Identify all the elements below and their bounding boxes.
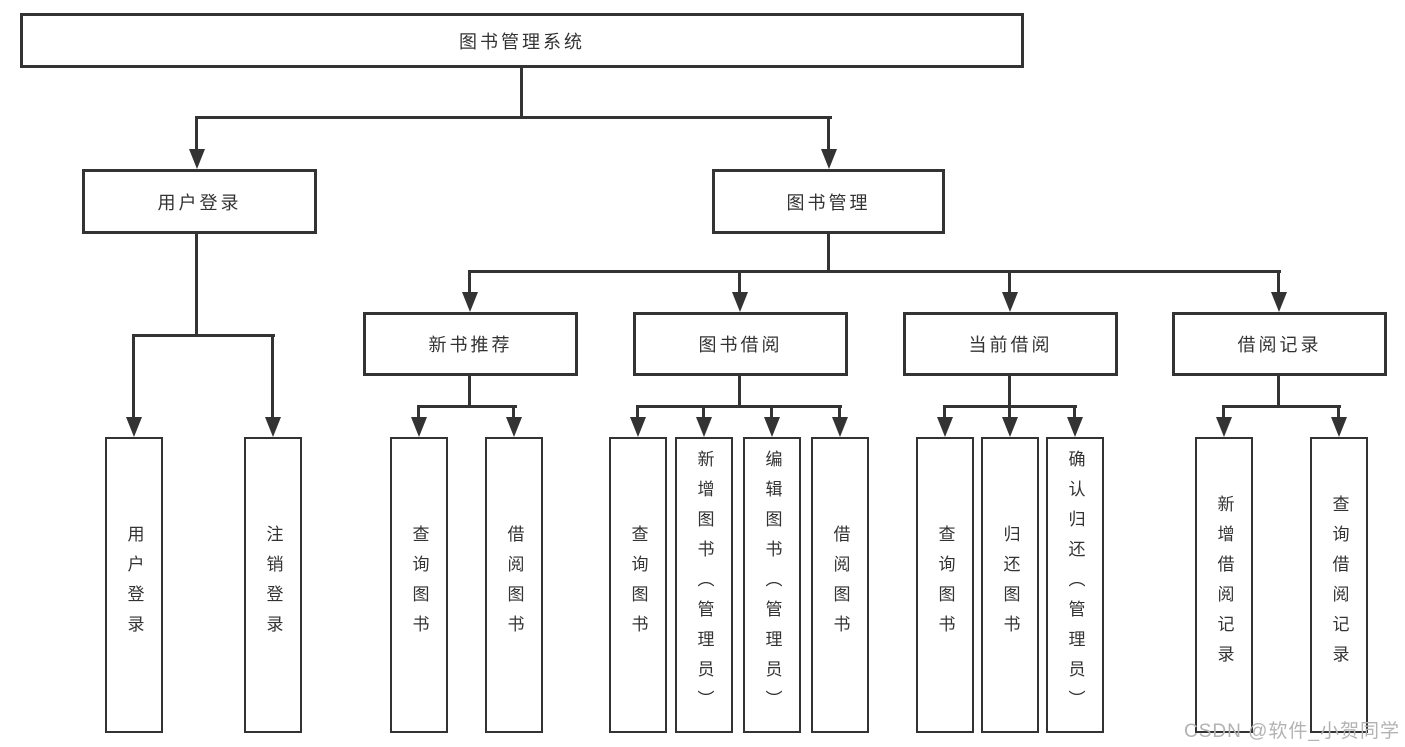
arrowhead-down-icon bbox=[696, 417, 712, 437]
arrowhead-down-icon bbox=[1067, 417, 1083, 437]
connector-line bbox=[1222, 405, 1225, 417]
leaf-query-books-label: 查询图书 bbox=[935, 525, 955, 645]
arrowhead-down-icon bbox=[937, 417, 953, 437]
connector-line bbox=[520, 68, 523, 118]
node-root: 图书管理系统 bbox=[20, 13, 1024, 68]
leaf-edit-book-admin-label: 编辑图书（管理员） bbox=[762, 450, 782, 720]
connector-line bbox=[1008, 405, 1011, 417]
arrowhead-down-icon bbox=[764, 417, 780, 437]
arrowhead-down-icon bbox=[1002, 292, 1018, 312]
node-current-borrowing: 当前借阅 bbox=[903, 312, 1118, 376]
connector-line bbox=[702, 405, 705, 417]
node-book-management-label: 图书管理 bbox=[786, 192, 871, 213]
arrowhead-down-icon bbox=[1002, 417, 1018, 437]
connector-line bbox=[1008, 376, 1011, 407]
connector-line bbox=[1277, 270, 1280, 292]
arrowhead-down-icon bbox=[821, 149, 837, 169]
connector-line bbox=[738, 376, 741, 407]
leaf-borrow-books-label: 借阅图书 bbox=[830, 525, 850, 645]
arrowhead-down-icon bbox=[411, 417, 427, 437]
leaf-query-borrow-record-label: 查询借阅记录 bbox=[1329, 495, 1349, 675]
connector-line bbox=[1008, 270, 1011, 292]
connector-line bbox=[195, 116, 198, 149]
leaf-add-borrow-record: 新增借阅记录 bbox=[1195, 437, 1253, 733]
arrowhead-down-icon bbox=[1271, 292, 1287, 312]
node-user-login: 用户登录 bbox=[82, 169, 317, 234]
leaf-confirm-return-admin: 确认归还（管理员） bbox=[1046, 437, 1104, 733]
connector-line bbox=[417, 405, 517, 408]
connector-line bbox=[512, 405, 515, 417]
leaf-logout-label: 注销登录 bbox=[263, 525, 283, 645]
leaf-query-books-label: 查询图书 bbox=[628, 525, 648, 645]
leaf-query-books-label: 查询图书 bbox=[409, 525, 429, 645]
leaf-query-books-current: 查询图书 bbox=[916, 437, 974, 733]
connector-line bbox=[1337, 405, 1340, 417]
arrowhead-down-icon bbox=[126, 417, 142, 437]
node-new-books-label: 新书推荐 bbox=[428, 335, 513, 355]
connector-line bbox=[738, 270, 741, 292]
node-book-management: 图书管理 bbox=[712, 169, 945, 234]
node-new-books: 新书推荐 bbox=[363, 312, 578, 376]
leaf-logout: 注销登录 bbox=[244, 437, 302, 733]
connector-line bbox=[1277, 376, 1280, 407]
node-user-login-label: 用户登录 bbox=[157, 192, 242, 213]
leaf-return-book-label: 归还图书 bbox=[1000, 525, 1020, 645]
connector-line bbox=[1073, 405, 1076, 417]
connector-line bbox=[468, 270, 471, 292]
leaf-borrow-books-newbooks: 借阅图书 bbox=[485, 437, 543, 733]
connector-line bbox=[1222, 405, 1341, 408]
csdn-watermark: CSDN @软件_小贺同学 bbox=[1184, 721, 1400, 742]
arrowhead-down-icon bbox=[189, 149, 205, 169]
connector-line bbox=[195, 234, 198, 336]
connector-line bbox=[827, 234, 830, 272]
connector-line bbox=[417, 405, 420, 417]
arrowhead-down-icon bbox=[1216, 417, 1232, 437]
arrowhead-down-icon bbox=[506, 417, 522, 437]
leaf-return-book: 归还图书 bbox=[981, 437, 1039, 733]
leaf-edit-book-admin: 编辑图书（管理员） bbox=[743, 437, 801, 733]
connector-line bbox=[195, 116, 832, 119]
arrowhead-down-icon bbox=[265, 417, 281, 437]
node-borrow-records-label: 借阅记录 bbox=[1237, 335, 1322, 355]
arrowhead-down-icon bbox=[732, 292, 748, 312]
connector-line bbox=[468, 270, 1281, 273]
leaf-user-login: 用户登录 bbox=[105, 437, 163, 733]
arrowhead-down-icon bbox=[462, 292, 478, 312]
arrowhead-down-icon bbox=[630, 417, 646, 437]
connector-line bbox=[636, 405, 639, 417]
leaf-query-borrow-record: 查询借阅记录 bbox=[1310, 437, 1368, 733]
leaf-borrow-books-label: 借阅图书 bbox=[504, 525, 524, 645]
connector-line bbox=[132, 334, 135, 417]
node-current-borrowing-label: 当前借阅 bbox=[968, 335, 1053, 355]
node-book-borrowing-label: 图书借阅 bbox=[698, 335, 783, 355]
connector-line bbox=[827, 116, 830, 149]
connector-line bbox=[636, 405, 842, 408]
connector-line bbox=[770, 405, 773, 417]
connector-line bbox=[468, 376, 471, 407]
node-root-label: 图书管理系统 bbox=[459, 31, 585, 52]
node-borrow-records: 借阅记录 bbox=[1172, 312, 1387, 376]
leaf-add-book-admin: 新增图书（管理员） bbox=[675, 437, 733, 733]
connector-line bbox=[838, 405, 841, 417]
connector-line bbox=[271, 334, 274, 417]
leaf-add-borrow-record-label: 新增借阅记录 bbox=[1214, 495, 1234, 675]
connector-line bbox=[943, 405, 946, 417]
leaf-query-books-borrowing: 查询图书 bbox=[609, 437, 667, 733]
leaf-add-book-admin-label: 新增图书（管理员） bbox=[694, 450, 714, 720]
node-book-borrowing: 图书借阅 bbox=[633, 312, 848, 376]
leaf-confirm-return-admin-label: 确认归还（管理员） bbox=[1065, 450, 1085, 720]
arrowhead-down-icon bbox=[832, 417, 848, 437]
leaf-user-login-label: 用户登录 bbox=[124, 525, 144, 645]
connector-line bbox=[132, 334, 275, 337]
arrowhead-down-icon bbox=[1331, 417, 1347, 437]
leaf-query-books-newbooks: 查询图书 bbox=[390, 437, 448, 733]
leaf-borrow-books-borrowing: 借阅图书 bbox=[811, 437, 869, 733]
